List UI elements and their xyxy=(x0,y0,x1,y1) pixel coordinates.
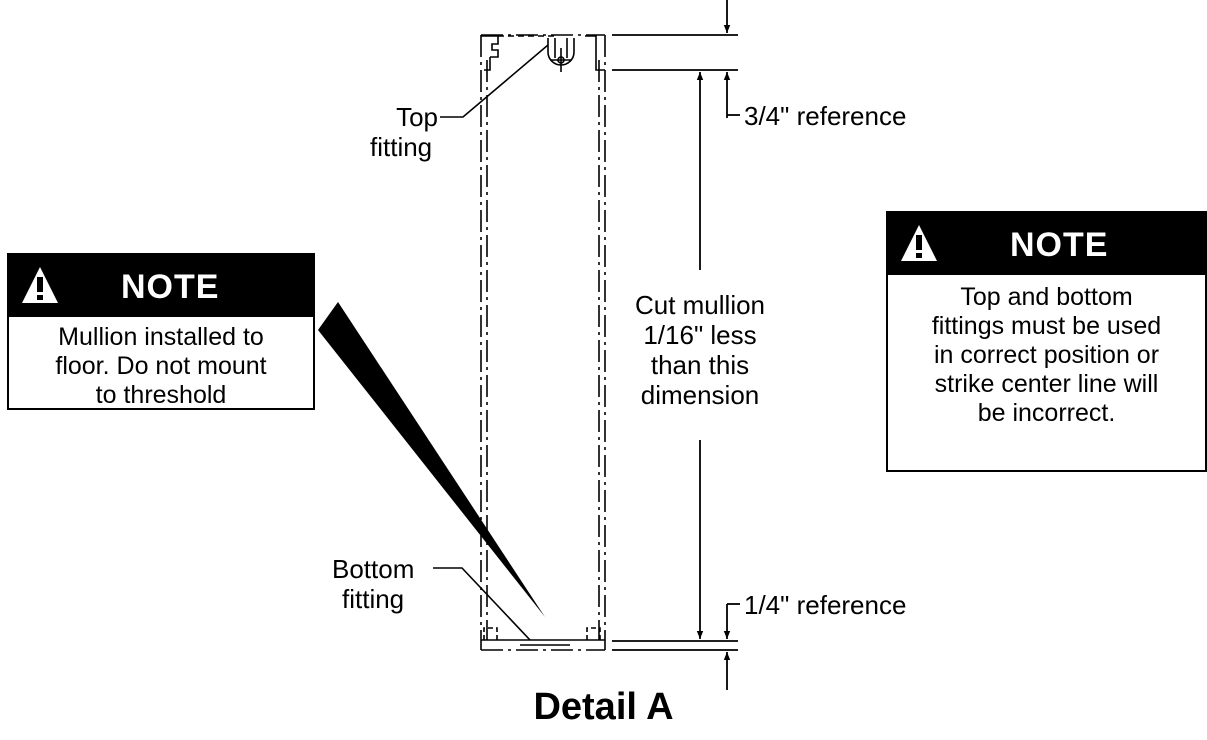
top-fitting xyxy=(481,35,605,72)
bottom-fitting xyxy=(481,627,605,646)
bottom-fitting-label: Bottom xyxy=(332,554,415,584)
note-left-header: NOTE xyxy=(9,255,313,317)
note-left: NOTE Mullion installed to floor. Do not … xyxy=(7,253,315,410)
top-fitting-label-line2: fitting xyxy=(370,132,433,162)
note-left-line: floor. Do not mount xyxy=(55,352,267,380)
quarter-reference-label: 1/4" reference xyxy=(744,590,907,620)
extension-lines xyxy=(612,34,738,651)
bottom-fitting-label-line2: fitting xyxy=(342,584,405,614)
note-pointer xyxy=(318,302,545,617)
note-right-line: in correct position or xyxy=(933,341,1160,369)
top-fitting-label: Top xyxy=(396,102,438,132)
cut-mullion-label: Cut mullion 1/16" less than this dimensi… xyxy=(610,290,790,410)
note-right-header: NOTE xyxy=(888,213,1205,275)
note-left-line: Mullion installed to xyxy=(58,323,264,351)
warning-icon xyxy=(22,267,58,303)
detail-caption: Detail A xyxy=(533,686,674,728)
note-right-title: NOTE xyxy=(1010,226,1109,264)
note-right-line: fittings must be used xyxy=(931,312,1162,340)
cut-mullion-line: dimension xyxy=(640,380,760,410)
reference-arrows xyxy=(723,0,740,690)
three-quarter-reference-label: 3/4" reference xyxy=(744,101,907,131)
leader-lines xyxy=(433,44,549,641)
note-left-body: Mullion installed to floor. Do not mount… xyxy=(9,317,313,410)
warning-icon xyxy=(901,225,937,261)
cut-mullion-line: Cut mullion xyxy=(634,290,766,320)
note-right-line: Top and bottom xyxy=(960,283,1133,311)
note-right-body: Top and bottom fittings must be used in … xyxy=(888,275,1205,428)
cut-mullion-line: than this xyxy=(650,350,750,380)
cut-mullion-line: 1/16" less xyxy=(643,320,757,350)
note-left-line: to threshold xyxy=(95,381,227,409)
note-right: NOTE Top and bottom fittings must be use… xyxy=(886,211,1207,472)
note-left-title: NOTE xyxy=(121,268,220,306)
note-right-line: strike center line will xyxy=(934,370,1159,398)
note-right-line: be incorrect. xyxy=(977,399,1116,427)
